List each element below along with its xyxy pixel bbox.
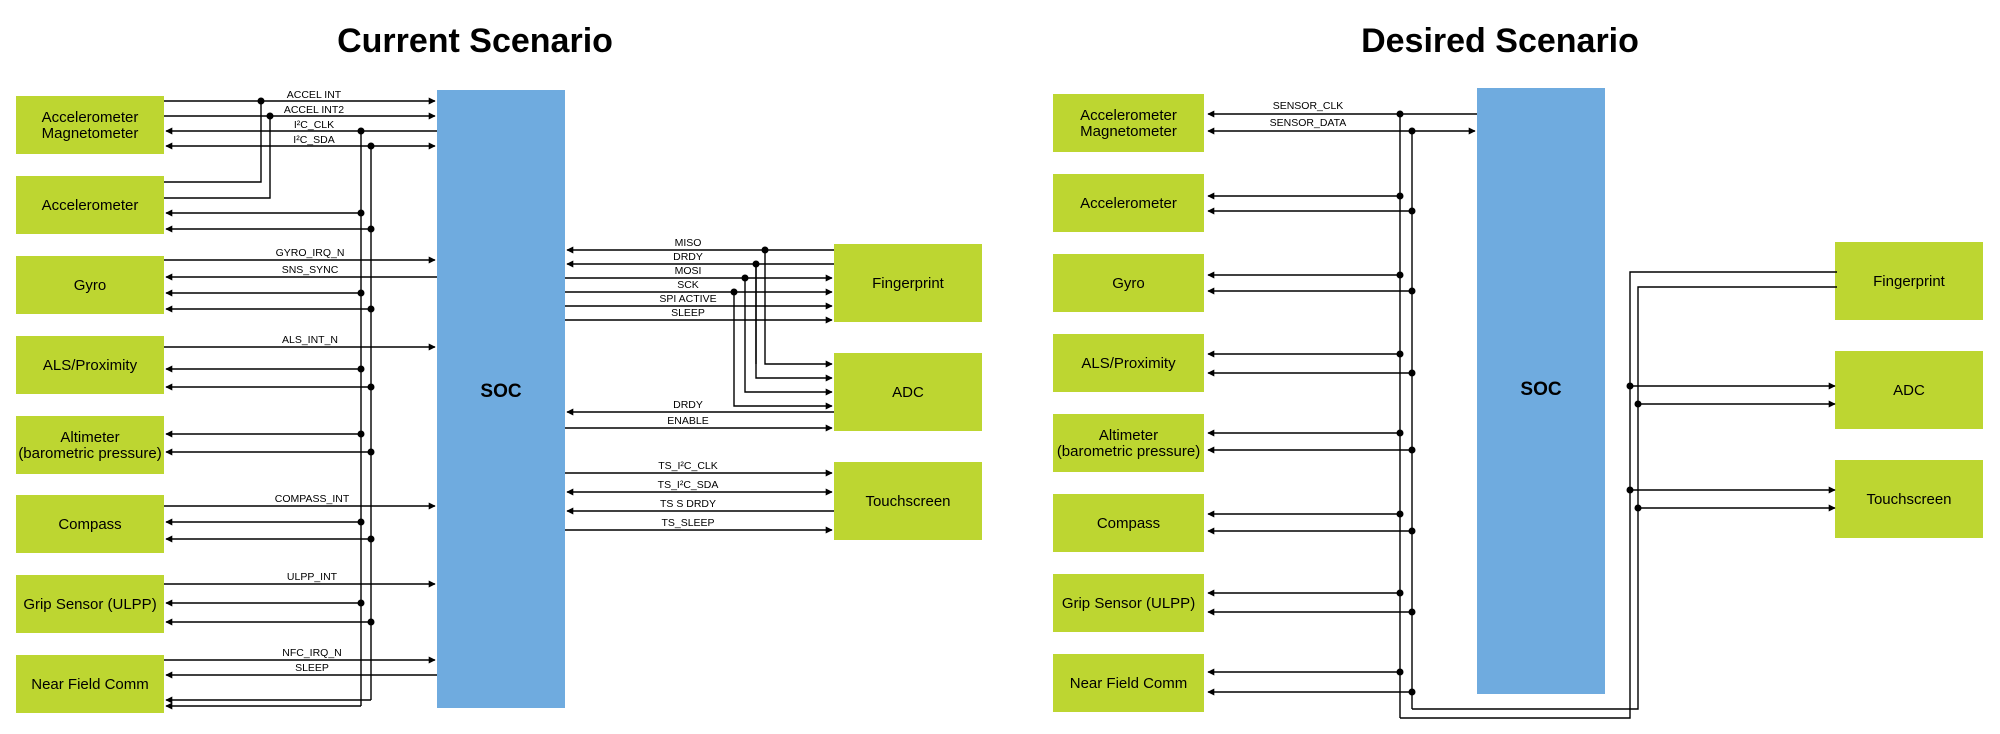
current-peripheral-box-adc: [834, 353, 982, 431]
current-accel-int2-return: [164, 116, 271, 199]
desired-sensor-box-label: Accelerometer: [1080, 107, 1177, 124]
desired-sensor-box-compass: [1053, 494, 1204, 552]
current-left-signal-label: ALS_INT_N: [282, 334, 338, 346]
desired-sensor-box-label: Compass: [1097, 515, 1160, 532]
current-left-signal-label: NFC_IRQ_N: [282, 647, 342, 659]
desired-scenario: Desired Scenario SOC AccelerometerMagnet…: [1053, 22, 1983, 719]
desired-sensor-boxes: AccelerometerMagnetometerAccelerometerGy…: [1053, 94, 1204, 712]
current-left-signal-label: I²C_SDA: [293, 134, 334, 146]
current-sensor-box-label: Accelerometer: [42, 109, 139, 126]
current-soc-label: SOC: [480, 381, 521, 402]
desired-sensor-box-gyro: [1053, 254, 1204, 312]
current-right-signal-label: DRDY: [673, 399, 703, 411]
current-left-signal-label: SNS_SYNC: [282, 264, 339, 276]
current-sensor-box-grip-sensor-ulpp: [16, 575, 164, 633]
current-peripheral-box-touchscreen: [834, 462, 982, 540]
desired-sensor-box-accelerometer-magnetometer: [1053, 94, 1204, 152]
desired-sensor-box-label: Magnetometer: [1080, 123, 1177, 140]
current-sensor-box-label: Grip Sensor (ULPP): [23, 596, 156, 613]
current-sensor-box-label: Compass: [58, 516, 121, 533]
current-sensor-box-accelerometer: [16, 176, 164, 234]
current-left-signal-label: ACCEL INT: [287, 89, 342, 101]
current-sensor-box-gyro: [16, 256, 164, 314]
current-right-signal-label: DRDY: [673, 251, 703, 263]
current-left-signal-label: SLEEP: [295, 662, 329, 674]
current-sensor-box-altimeter-barometric-pressure: [16, 416, 164, 474]
current-peripheral-box-fingerprint: [834, 244, 982, 322]
current-right-signal-label: TS_I²C_SDA: [658, 479, 719, 491]
current-sensor-box-compass: [16, 495, 164, 553]
current-peripheral-box-label: ADC: [892, 384, 924, 401]
desired-wiring: [1207, 110, 1837, 719]
desired-sensor-box-label: Altimeter: [1099, 427, 1158, 444]
desired-peripheral-box-fingerprint: [1835, 242, 1983, 320]
current-sensor-box-label: Near Field Comm: [31, 676, 149, 693]
desired-sensor-box-als-proximity: [1053, 334, 1204, 392]
desired-sensor-box-label: Grip Sensor (ULPP): [1062, 595, 1195, 612]
current-soc-block: [437, 90, 565, 708]
current-sensor-box-label: Altimeter: [60, 429, 119, 446]
desired-signal-sensor-clk: SENSOR_CLK: [1273, 100, 1344, 112]
desired-sensor-box-accelerometer: [1053, 174, 1204, 232]
current-right-signal-label: SLEEP: [671, 307, 705, 319]
desired-sensor-box-near-field-comm: [1053, 654, 1204, 712]
desired-peripheral-box-touchscreen: [1835, 460, 1983, 538]
desired-peripheral-box-adc: [1835, 351, 1983, 429]
current-sensor-box-als-proximity: [16, 336, 164, 394]
current-left-signal-label: COMPASS_INT: [275, 493, 350, 505]
current-right-signal-label: SPI ACTIVE: [659, 293, 716, 305]
current-right-signal-labels: MISO DRDY MOSI SCK SPI ACTIVE SLEEP DRDY ENABLE…: [658, 237, 719, 529]
current-right-signal-label: TS S DRDY: [660, 498, 716, 510]
current-wiring: [164, 97, 834, 710]
current-right-signal-label: TS_SLEEP: [661, 517, 714, 529]
current-sensor-box-label: Gyro: [74, 277, 107, 294]
current-right-signal-label: SCK: [677, 279, 699, 291]
desired-sensor-box-label: Near Field Comm: [1070, 675, 1188, 692]
current-sensor-box-near-field-comm: [16, 655, 164, 713]
desired-sensor-box-grip-sensor-ulpp: [1053, 574, 1204, 632]
current-right-signal-label: ENABLE: [667, 415, 708, 427]
current-sensor-box-label: ALS/Proximity: [43, 357, 138, 374]
desired-soc-block: [1477, 88, 1605, 694]
current-sensor-box-label: (barometric pressure): [18, 445, 161, 462]
desired-soc-label: SOC: [1520, 379, 1561, 400]
current-peripheral-box-label: Touchscreen: [865, 493, 950, 510]
current-sensor-box-accelerometer-magnetometer: [16, 96, 164, 154]
desired-peripheral-box-label: ADC: [1893, 382, 1925, 399]
current-peripheral-box-label: Fingerprint: [872, 275, 945, 292]
current-accel-int-return: [164, 101, 262, 183]
desired-sensor-box-altimeter-barometric-pressure: [1053, 414, 1204, 472]
desired-signal-sensor-data: SENSOR_DATA: [1270, 117, 1347, 129]
desired-scenario-title: Desired Scenario: [1361, 22, 1639, 60]
current-left-signal-label: I²C_CLK: [294, 119, 334, 131]
current-left-signal-label: ULPP_INT: [287, 571, 338, 583]
current-sensor-boxes: AccelerometerMagnetometerAccelerometerGy…: [16, 96, 164, 713]
desired-sensor-box-label: Accelerometer: [1080, 195, 1177, 212]
desired-sensor-box-label: Gyro: [1112, 275, 1145, 292]
current-scenario: Current Scenario SOC AccelerometerMagnet…: [16, 22, 982, 713]
desired-sensor-box-label: ALS/Proximity: [1081, 355, 1176, 372]
current-right-signal-label: TS_I²C_CLK: [658, 460, 718, 472]
current-right-signal-label: MOSI: [675, 265, 702, 277]
current-left-signal-label: GYRO_IRQ_N: [276, 247, 345, 259]
desired-sensor-box-label: (barometric pressure): [1057, 443, 1200, 460]
desired-peripheral-box-label: Fingerprint: [1873, 273, 1946, 290]
current-scenario-title: Current Scenario: [337, 22, 613, 60]
current-sensor-box-label: Magnetometer: [42, 125, 139, 142]
current-sensor-box-label: Accelerometer: [42, 197, 139, 214]
desired-peripheral-box-label: Touchscreen: [1866, 491, 1951, 508]
current-right-signal-label: MISO: [675, 237, 702, 249]
current-left-signal-label: ACCEL INT2: [284, 104, 344, 116]
